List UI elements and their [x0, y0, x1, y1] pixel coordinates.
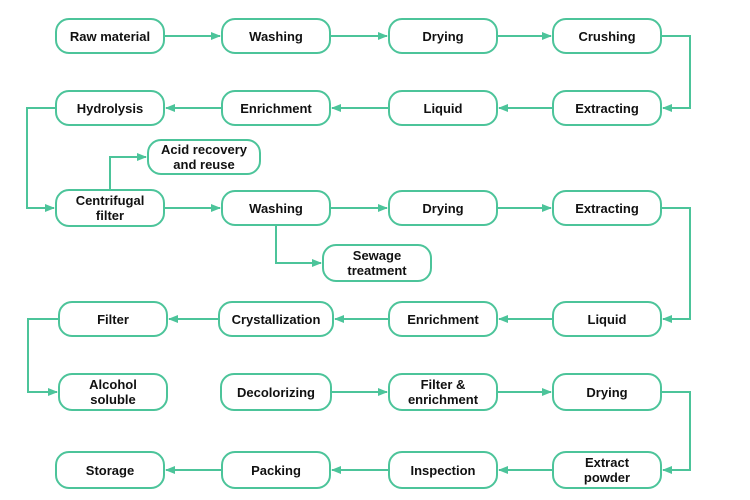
node-inspection: Inspection	[388, 451, 498, 489]
node-drying-1: Drying	[388, 18, 498, 54]
edge-extracting-2-to-liquid-2	[662, 207, 691, 323]
node-filter-enrichment: Filter & enrichment	[388, 373, 498, 411]
node-hydrolysis: Hydrolysis	[55, 90, 165, 126]
edge-washing-2-to-sewage-treatment	[275, 226, 322, 267]
node-drying-3: Drying	[552, 373, 662, 411]
node-storage: Storage	[55, 451, 165, 489]
node-liquid-1: Liquid	[388, 90, 498, 126]
node-crystallization: Crystallization	[218, 301, 334, 337]
node-acid-recovery: Acid recovery and reuse	[147, 139, 261, 175]
edge-hydrolysis-to-centrifugal-filter	[26, 107, 55, 212]
node-sewage-treatment: Sewage treatment	[322, 244, 432, 282]
edge-drying-3-to-extract-powder	[662, 391, 691, 474]
node-liquid-2: Liquid	[552, 301, 662, 337]
node-enrichment-2: Enrichment	[388, 301, 498, 337]
node-enrichment-1: Enrichment	[221, 90, 331, 126]
node-centrifugal-filter: Centrifugal filter	[55, 189, 165, 227]
node-packing: Packing	[221, 451, 331, 489]
node-extracting-2: Extracting	[552, 190, 662, 226]
edge-filter-to-alcohol-soluble	[27, 318, 58, 396]
node-extract-powder: Extract powder	[552, 451, 662, 489]
node-filter: Filter	[58, 301, 168, 337]
edge-centrifugal-filter-to-acid-recovery	[109, 153, 147, 189]
node-alcohol-soluble: Alcohol soluble	[58, 373, 168, 411]
node-extracting-1: Extracting	[552, 90, 662, 126]
node-raw-material: Raw material	[55, 18, 165, 54]
node-decolorizing: Decolorizing	[220, 373, 332, 411]
node-washing-1: Washing	[221, 18, 331, 54]
edge-crushing-to-extracting-1	[662, 35, 691, 112]
node-drying-2: Drying	[388, 190, 498, 226]
node-washing-2: Washing	[221, 190, 331, 226]
node-crushing: Crushing	[552, 18, 662, 54]
